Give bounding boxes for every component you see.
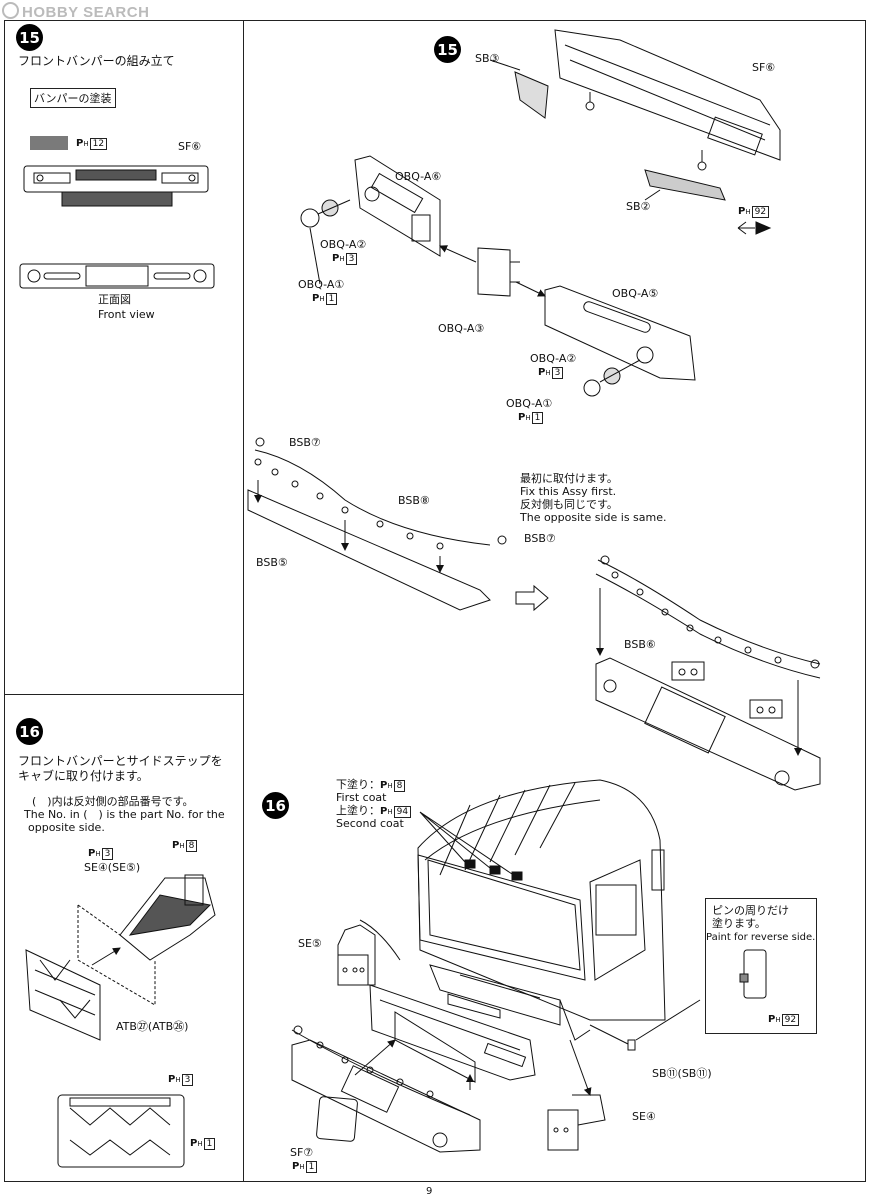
- step-grille-bottom-part: [57, 1094, 185, 1168]
- pin-detail-icon: [739, 949, 767, 999]
- paren-note-en1: The No. in ( ) is the part No. for the: [24, 808, 225, 821]
- bsb7-top-end: [255, 437, 265, 447]
- side-step-se4-part: [119, 874, 216, 961]
- sf6-label-left: SF⑥: [178, 140, 202, 153]
- page-number: 9: [426, 1186, 433, 1197]
- bsb7-top-label: BSB⑦: [289, 436, 321, 449]
- truck-cab-diagram: [417, 779, 666, 1026]
- bsb6-label: BSB⑥: [624, 638, 656, 651]
- sb11-label: SB⑪(SB⑪): [652, 1067, 712, 1080]
- step-16-badge-left: 16: [16, 718, 43, 745]
- next-step-arrow-icon: [515, 584, 549, 612]
- note-opposite-jp: 反対側も同じです。: [520, 498, 618, 511]
- note-opposite-en: The opposite side is same.: [520, 511, 667, 524]
- obqa1-left-light: [300, 208, 320, 228]
- se5-bracket-part: [337, 954, 369, 986]
- sf7-label: SF⑦: [290, 1146, 314, 1159]
- step-16-title-line1: フロントバンパーとサイドステップを: [18, 754, 223, 768]
- bsb5-label: BSB⑤: [256, 556, 288, 569]
- bsb7-right-label: BSB⑦: [524, 532, 556, 545]
- paren-note-jp: ( )内は反対側の部品番号です。: [32, 795, 194, 808]
- step16-front-bumper-part: [369, 984, 536, 1081]
- sb3-lens-part: [514, 71, 549, 119]
- obqa5-label: OBQ-A⑤: [612, 287, 659, 300]
- obqa6-label: OBQ-A⑥: [395, 170, 442, 183]
- obqa1-right-light: [583, 379, 601, 397]
- obqa3-label: OBQ-A③: [438, 322, 485, 335]
- bumper-paint-label: バンパーの塗装: [30, 88, 116, 108]
- obqa1-left-label: OBQ-A①: [298, 278, 345, 291]
- step-15-badge-right: 15: [434, 36, 461, 63]
- pin-note-jp2: 塗ります。: [712, 917, 766, 930]
- sb2-label: SB②: [626, 200, 651, 213]
- assembled-bumper-diagram: [595, 555, 821, 791]
- se4-se5-label: SE④(SE⑤): [84, 861, 141, 874]
- obqa3-bracket-part: [477, 247, 520, 297]
- step-15-badge: 15: [16, 24, 43, 51]
- bsb5-bumper-part: [247, 449, 491, 611]
- step-16-badge-right: 16: [262, 792, 289, 819]
- se4-label: SE④: [632, 1110, 656, 1123]
- obqa2-left-lens: [321, 199, 339, 217]
- assembled-lower-bumper: [291, 1025, 481, 1153]
- front-view-jp: 正面図: [98, 293, 131, 306]
- obqa1-right-label: OBQ-A①: [506, 397, 553, 410]
- bsb8-label: BSB⑧: [398, 494, 430, 507]
- obqa5-part: [544, 285, 696, 381]
- note-fix-en: Fix this Assy first.: [520, 485, 617, 498]
- bumper-painted-diagram: [23, 165, 209, 207]
- sf6-label-right: SF⑥: [752, 61, 776, 74]
- front-direction-arrow-icon: [737, 221, 772, 235]
- bumper-sf6-diagram: [554, 29, 781, 171]
- left-column-divider: [4, 694, 244, 695]
- step-15-title: フロントバンパーの組み立て: [18, 54, 175, 68]
- obqa6-part: [354, 155, 441, 257]
- left-column-frame: [4, 20, 244, 1182]
- obqa2-left-label: OBQ-A②: [320, 238, 367, 251]
- watermark: HOBBY SEARCH: [2, 2, 149, 21]
- step-16-title-line2: キャブに取り付けます。: [18, 769, 149, 783]
- bsb8-light-row: [254, 458, 444, 550]
- sf7-plate-part: [316, 1096, 358, 1142]
- leader-line-to-pin-note: [635, 999, 701, 1041]
- atb-label: ATB㉗(ATB㉖): [116, 1020, 189, 1033]
- pin-paint-note-box: [705, 898, 817, 1034]
- second-coat-label: Second coat: [336, 817, 404, 830]
- sb2-lens-part: [644, 169, 726, 201]
- pin-note-en: Paint for reverse side.: [706, 932, 816, 943]
- note-fix-jp: 最初に取付けます。: [520, 472, 618, 485]
- se5-label: SE⑤: [298, 937, 322, 950]
- se4-bracket-part: [547, 1094, 606, 1151]
- bumper-front-view-diagram: [19, 263, 215, 289]
- sb11-pin-part: [627, 1039, 636, 1051]
- paren-note-en2: opposite side.: [28, 821, 105, 834]
- pin-note-jp1: ピンの周りだけ: [712, 904, 789, 917]
- bsb7-right-end: [497, 535, 507, 545]
- hobby-search-logo-icon: [2, 2, 19, 19]
- atb-step-grille-part: [25, 949, 101, 1041]
- obqa2-right-lens: [603, 367, 621, 385]
- sb3-label: SB③: [475, 52, 500, 65]
- paint-swatch: [30, 136, 68, 150]
- obqa2-right-label: OBQ-A②: [530, 352, 577, 365]
- front-view-en: Front view: [98, 308, 155, 321]
- page-frame: [4, 20, 866, 1182]
- first-coat-label: First coat: [336, 791, 387, 804]
